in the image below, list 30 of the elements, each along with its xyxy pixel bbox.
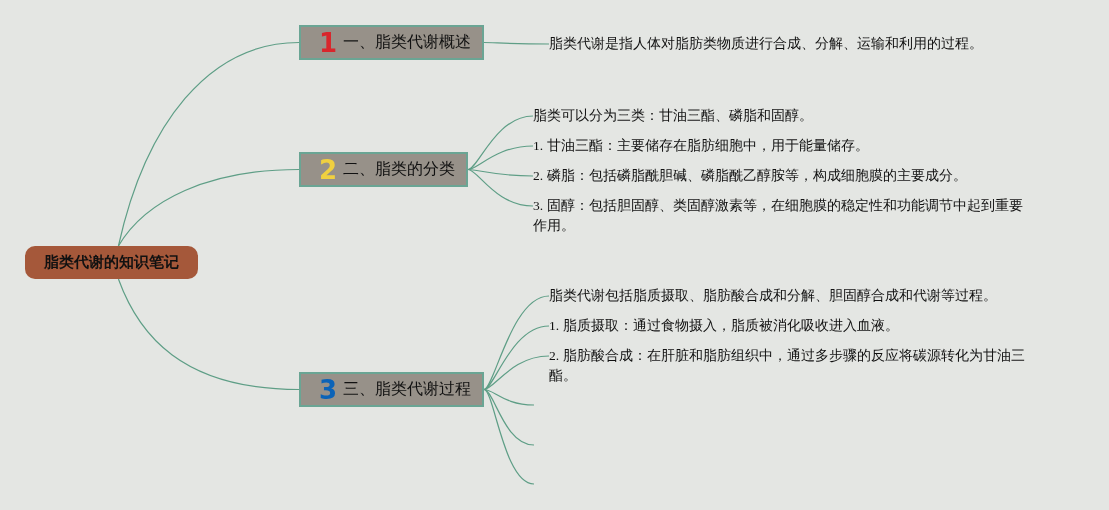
connector-line [467, 115, 534, 171]
connector-line [483, 388, 535, 446]
note-text: 脂类代谢包括脂质摄取、脂肪酸合成和分解、胆固醇合成和代谢等过程。 [549, 286, 1029, 306]
note-text: 脂类代谢是指人体对脂肪类物质进行合成、分解、运输和利用的过程。 [549, 34, 1019, 54]
topic-number: 3 [319, 376, 338, 403]
connector-line [117, 168, 300, 247]
connector-line [467, 145, 534, 171]
connector-line [117, 278, 300, 391]
note-text: 1. 甘油三酯：主要储存在脂肪细胞中，用于能量储存。 [533, 136, 1033, 156]
topic-number: 2 [319, 156, 338, 183]
connector-line [117, 41, 300, 247]
topic-title: 二、脂类的分类 [343, 159, 456, 179]
connector-line [483, 355, 550, 391]
note-text: 3. 固醇：包括胆固醇、类固醇激素等，在细胞膜的稳定性和功能调节中起到重要作用。 [533, 196, 1033, 236]
note-text: 脂类可以分为三类：甘油三酯、磷脂和固醇。 [533, 106, 1033, 126]
topic-box [299, 25, 484, 60]
topic-box [299, 372, 484, 407]
topic-title: 三、脂类代谢过程 [343, 379, 472, 399]
root-topic-box: 脂类代谢的知识笔记 [25, 246, 198, 279]
connector-line [483, 388, 535, 485]
connector-line [483, 388, 535, 406]
connector-line [467, 168, 534, 207]
topic-number: 1 [319, 29, 338, 56]
connector-line [483, 41, 550, 45]
note-text: 2. 磷脂：包括磷脂酰胆碱、磷脂酰乙醇胺等，构成细胞膜的主要成分。 [533, 166, 1033, 186]
topic-box [299, 152, 468, 187]
topic-title: 一、脂类代谢概述 [343, 32, 472, 52]
connector-line [467, 168, 534, 177]
note-text: 1. 脂质摄取：通过食物摄入，脂质被消化吸收进入血液。 [549, 316, 1029, 336]
note-text: 2. 脂肪酸合成：在肝脏和脂肪组织中，通过多步骤的反应将碳源转化为甘油三酯。 [549, 346, 1029, 386]
